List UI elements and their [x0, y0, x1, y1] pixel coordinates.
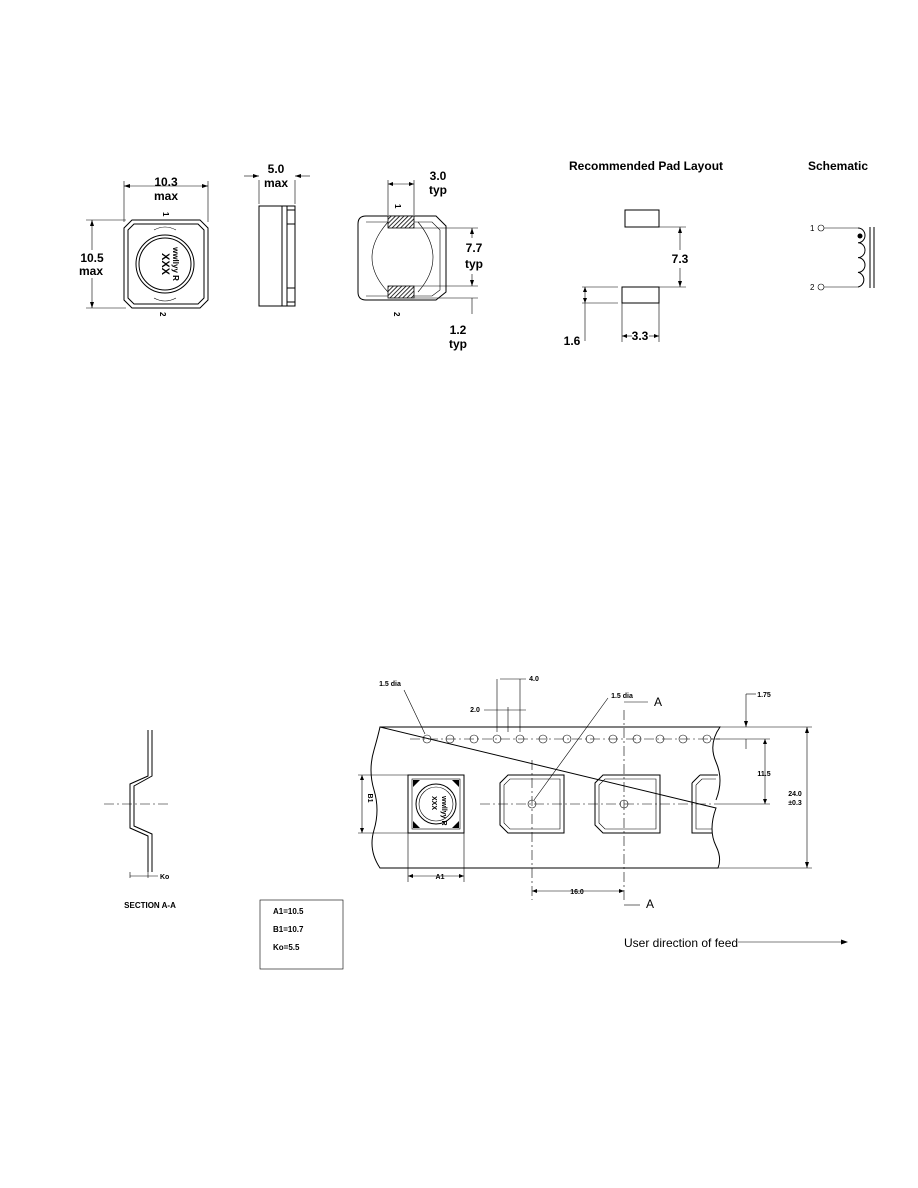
schematic-pin1-label: 1	[810, 224, 815, 233]
schematic-pin2-label: 2	[810, 283, 815, 292]
bottom-terminal-span-note: typ	[465, 257, 483, 271]
pad-height-value: 1.6	[564, 334, 581, 348]
top-height-value: 10.5	[80, 251, 104, 265]
polarity-dot	[857, 233, 863, 239]
hole-dia-right: 1.5 dia	[611, 693, 633, 700]
section-profile	[129, 730, 153, 872]
bottom-terminal-width-note: typ	[429, 183, 447, 197]
top-view-core	[135, 234, 195, 294]
feed-direction: User direction of feed	[624, 936, 848, 950]
pocket-marking-1: XXX	[430, 796, 437, 810]
side-thickness-value: 5.0	[268, 162, 285, 176]
side-view-body	[258, 205, 296, 307]
feed-label: User direction of feed	[624, 936, 738, 950]
table-row-b1: B1=10.7	[273, 925, 304, 934]
dimension-table: A1=10.5 B1=10.7 Ko=5.5	[259, 899, 344, 970]
pad-bottom	[621, 286, 660, 304]
bottom-terminal-length-note: typ	[449, 337, 467, 351]
pocket-marking-2: wwllyy R	[440, 795, 447, 826]
bottom-view: 1 2 3.0 typ 7.7 typ 1.2 typ	[357, 169, 483, 351]
bottom-terminal-top	[387, 215, 415, 229]
bottom-pin1-label: 1	[393, 204, 402, 209]
bottom-terminal-width-value: 3.0	[430, 169, 447, 183]
pad-top	[624, 209, 660, 228]
section-a-top: A	[654, 695, 662, 709]
b1-label: B1	[366, 794, 373, 803]
half-pitch-value: 2.0	[470, 707, 480, 714]
section-ko-label: Ko	[160, 874, 169, 881]
hole-to-center-value: 11.5	[757, 771, 770, 778]
carrier-tape: XXX wwllyy R A A 1.5 dia 1.5 d	[358, 676, 812, 911]
bottom-view-body	[357, 215, 447, 301]
table-row-a1: A1=10.5	[273, 907, 304, 916]
bottom-terminal-length-value: 1.2	[450, 323, 467, 337]
top-view: XXX wwllyy R 1 2 10.3 max 10.5 max	[79, 175, 209, 317]
bottom-terminal-bottom	[387, 285, 415, 299]
tape-width-value: 24.0	[788, 791, 802, 798]
schematic: Schematic 1 2	[808, 159, 875, 292]
top-height-note: max	[79, 264, 103, 278]
section-a-bottom: A	[646, 897, 654, 911]
side-view: 5.0 max	[244, 162, 310, 307]
a1-label: A1	[436, 874, 445, 881]
pocket-4	[691, 774, 718, 834]
pad-layout-title: Recommended Pad Layout	[569, 159, 723, 173]
pocket-1: XXX wwllyy R	[407, 774, 465, 834]
table-row-ko: Ko=5.5	[273, 943, 300, 952]
tape-width-tol: ±0.3	[788, 800, 802, 807]
section-a-a: Ko SECTION A-A	[104, 730, 176, 910]
top-view-marking-1: XXX	[159, 253, 171, 276]
top-view-marking-2: wwllyy R	[171, 246, 180, 281]
bottom-pin2-label: 2	[392, 312, 401, 317]
tape-outline	[370, 726, 721, 869]
pocket-pitch-value: 16.0	[570, 889, 584, 896]
top-view-pin2-label: 2	[158, 312, 167, 317]
pad-layout: Recommended Pad Layout 7.3 1.6 3.3	[564, 159, 723, 348]
bottom-terminal-span-value: 7.7	[466, 241, 483, 255]
inductor-coil	[857, 227, 866, 288]
top-width-value: 10.3	[154, 175, 178, 189]
hole-pitch-value: 4.0	[529, 676, 539, 683]
hole-dia-left: 1.5 dia	[379, 681, 401, 688]
pad-width-value: 3.3	[632, 329, 649, 343]
pad-spacing-value: 7.3	[672, 252, 689, 266]
sprocket-holes	[410, 734, 720, 744]
side-thickness-note: max	[264, 176, 288, 190]
edge-to-hole-value: 1.75	[757, 692, 771, 699]
section-title: SECTION A-A	[124, 901, 176, 910]
top-width-note: max	[154, 189, 178, 203]
top-view-body	[123, 219, 209, 309]
top-view-pin1-label: 1	[161, 212, 170, 217]
schematic-title: Schematic	[808, 159, 868, 173]
